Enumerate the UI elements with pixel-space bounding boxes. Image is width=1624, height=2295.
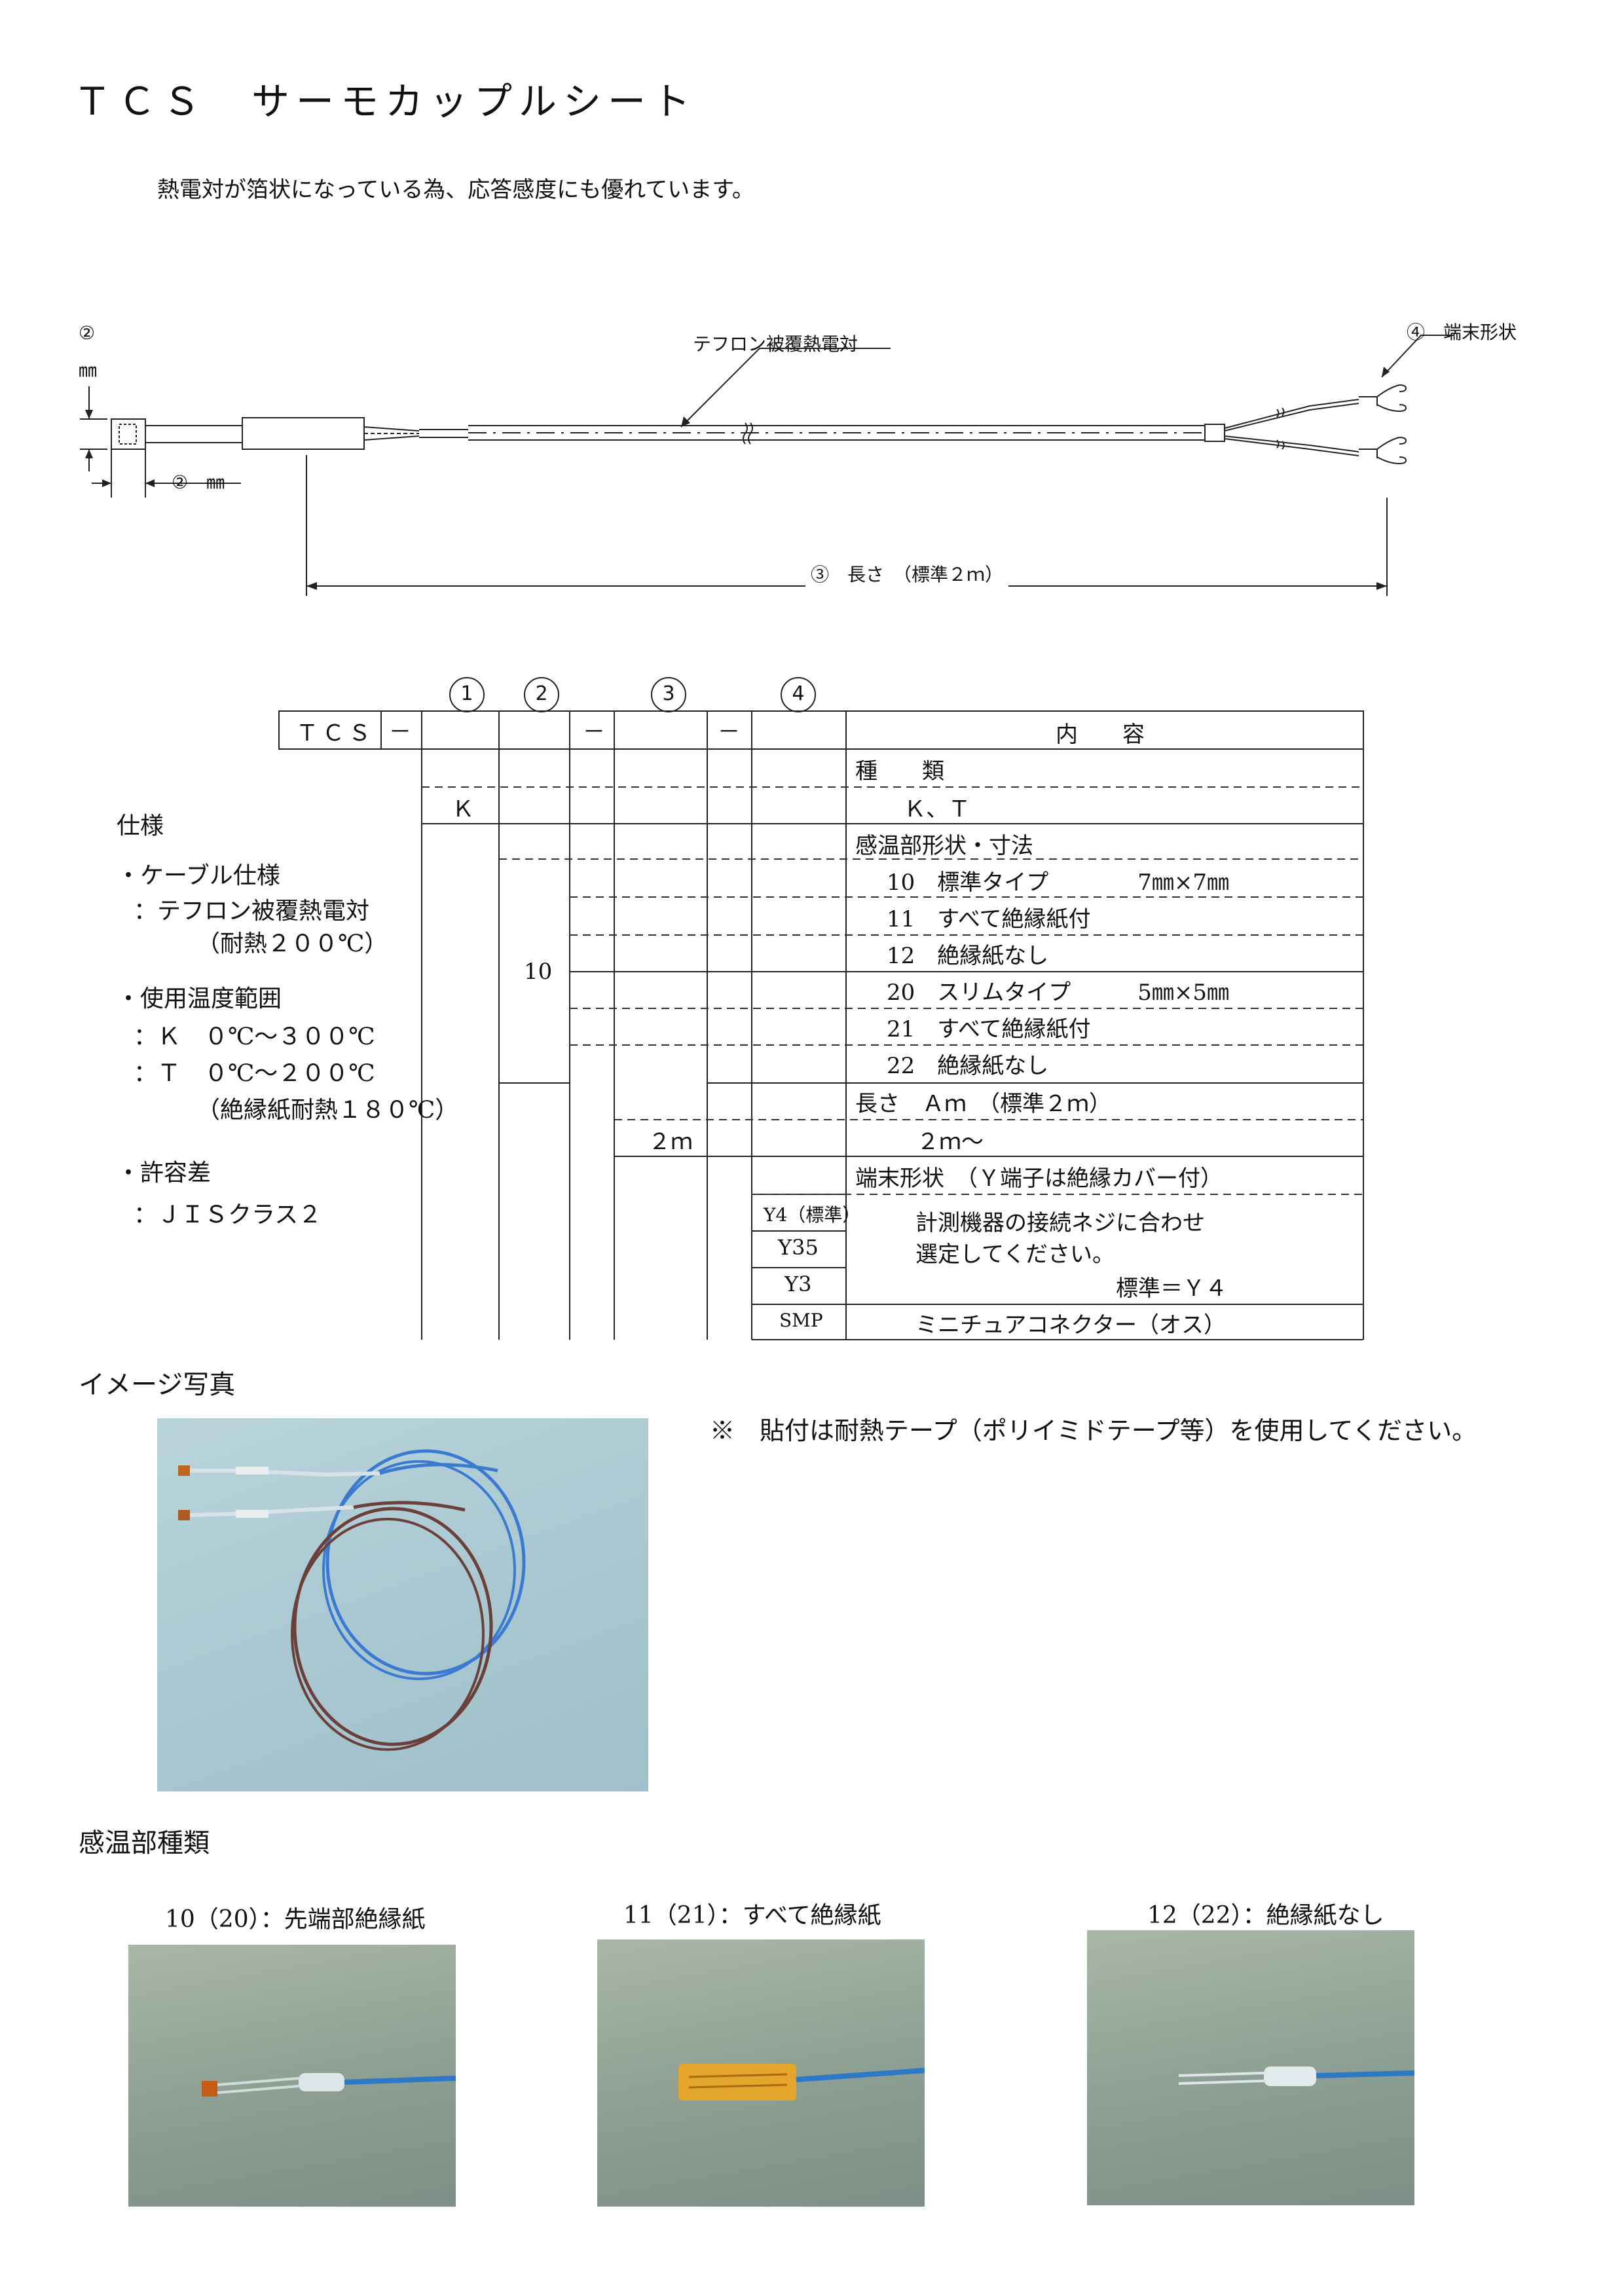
type-title: 種 類 [855, 758, 944, 784]
shape-item-11: 11 すべて絶縁紙付 [887, 906, 1091, 932]
code-dash-1: － [389, 719, 411, 745]
spec-heading: 仕様 [117, 813, 164, 839]
terminal-desc-2: 選定してください。 [915, 1241, 1115, 1268]
spec-temp-heading: ・使用温度範囲 [117, 985, 282, 1012]
note-text: ※ 貼付は耐熱テープ（ポリイミドテープ等）を使用してください。 [710, 1416, 1477, 1445]
spec-tolerance-heading: ・許容差 [117, 1160, 212, 1186]
code-table-grid [278, 710, 1364, 1340]
length-code: ２ｍ [648, 1129, 693, 1155]
caption-type-11: 11（21）：すべて絶縁紙 [623, 1902, 881, 1929]
terminal-code-y3: Y3 [784, 1272, 812, 1296]
product-photo-graphic [178, 1449, 526, 1751]
terminal-code-y4: Y4（標準） [764, 1204, 861, 1226]
code-dash-2: － [583, 719, 605, 745]
shape-code: 10 [524, 959, 553, 985]
sensor-photo-12 [1087, 1930, 1414, 2205]
shape-title: 感温部形状・寸法 [855, 833, 1033, 859]
shape-item-22: 22 絶縁紙なし [887, 1053, 1049, 1079]
spec-cable-2: （耐熱２００℃） [196, 930, 388, 957]
length-desc: ２ｍ～ [917, 1129, 984, 1155]
content-header: 内 容 [1056, 722, 1145, 748]
terminal-standard: 標準＝Ｙ４ [1116, 1276, 1227, 1302]
spec-tolerance-value: ：ＪＩＳクラス２ [134, 1202, 322, 1228]
code-dash-3: － [718, 719, 740, 745]
terminal-desc-1: 計測機器の接続ネジに合わせ [915, 1210, 1205, 1236]
spec-cable-1: ：テフロン被覆熱電対 [134, 898, 370, 925]
terminal-label: ④ 端末形状 [1407, 321, 1517, 343]
teflon-label: テフロン被覆熱電対 [693, 333, 858, 355]
shape-item-20: 20 スリムタイプ 5㎜×5㎜ [887, 980, 1230, 1006]
length-title: 長さ Ａｍ （標準２ｍ） [855, 1091, 1111, 1117]
terminal-smp-desc: ミニチュアコネクター（オス） [915, 1312, 1226, 1338]
dim-vertical-label: ② ㎜ [76, 322, 98, 380]
caption-type-12: 12（22）：絶縁紙なし [1147, 1902, 1384, 1929]
page-title: ＴＣＳ サーモカップルシート [73, 79, 697, 124]
spec-temp-k: ：Ｋ ０℃～３００℃ [134, 1023, 375, 1050]
intro-text: 熱電対が箔状になっている為、応答感度にも優れています。 [157, 177, 754, 203]
product-photo [157, 1418, 648, 1791]
sensor-photo-11 [597, 1939, 925, 2207]
shape-item-12: 12 絶縁紙なし [887, 943, 1049, 969]
shape-item-10: 10 標準タイプ 7㎜×7㎜ [887, 870, 1230, 896]
spec-cable-heading: ・ケーブル仕様 [117, 862, 280, 889]
spec-temp-t: ：Ｔ ０℃～２００℃ [134, 1060, 375, 1087]
code-prefix: ＴＣＳ [296, 720, 375, 746]
type-code: Ｋ [452, 796, 474, 822]
terminal-code-y35: Y35 [778, 1235, 819, 1260]
caption-type-10: 10（20）：先端部絶縁紙 [165, 1906, 426, 1933]
product-diagram [80, 335, 1454, 596]
sensor-heading: 感温部種類 [79, 1828, 210, 1858]
type-desc: Ｋ、Ｔ [904, 796, 970, 822]
dim-horizontal-label: ② ㎜ [172, 471, 225, 493]
image-heading: イメージ写真 [79, 1370, 236, 1400]
shape-item-21: 21 すべて絶縁紙付 [887, 1016, 1091, 1042]
terminal-title: 端末形状 （Ｙ端子は絶縁カバー付） [855, 1166, 1223, 1192]
sensor-photo-10 [128, 1945, 456, 2207]
length-label: ③ 長さ （標準２ｍ） [805, 560, 1009, 587]
spec-temp-note: （絶縁紙耐熱１８０℃） [196, 1097, 459, 1124]
terminal-code-smp: SMP [779, 1310, 823, 1331]
